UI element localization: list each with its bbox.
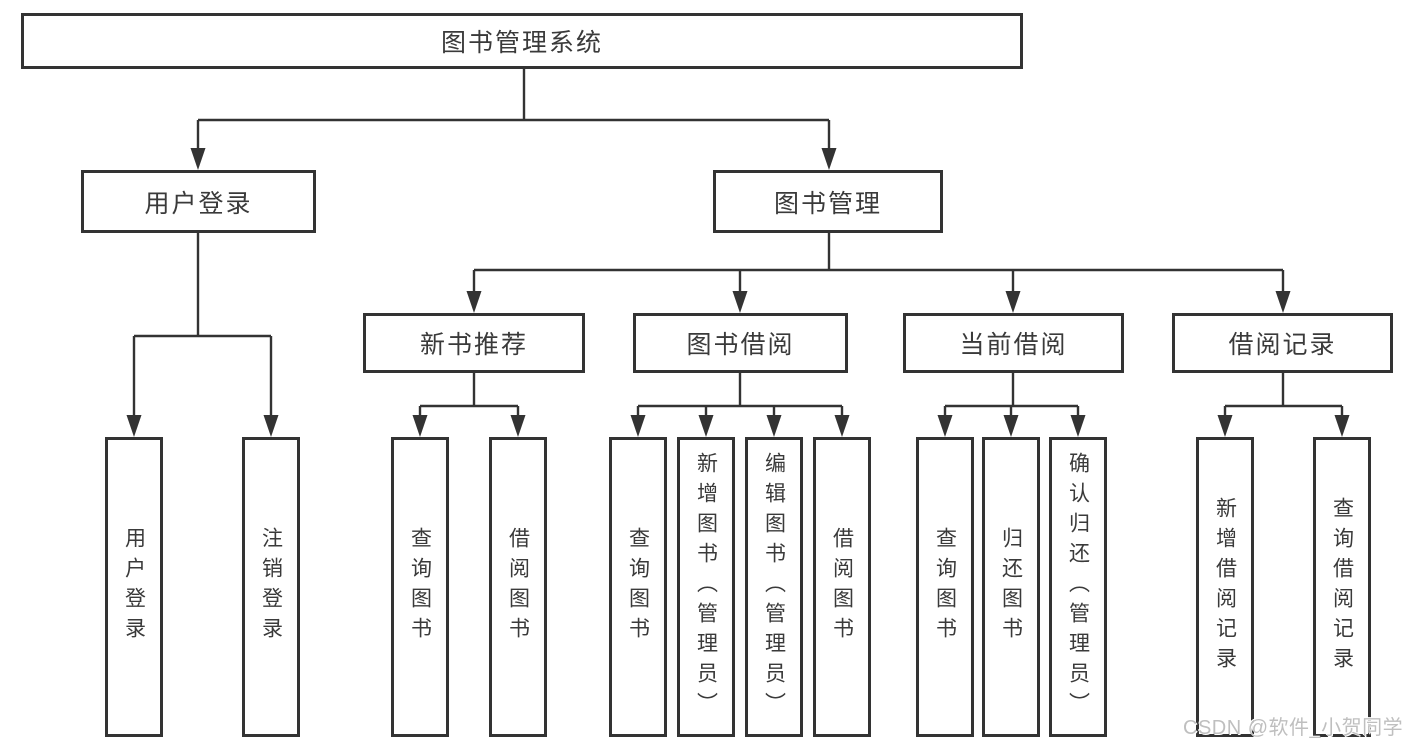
leaf-query-borrow-record-label: 查询借阅记录 <box>1330 497 1354 677</box>
node-new-book-recommendation: 新书推荐 <box>363 313 585 373</box>
leaf-logout: 注销登录 <box>242 437 300 737</box>
leaf-borrow-books-recommend: 借阅图书 <box>489 437 547 737</box>
leaf-query-books-current-label: 查询图书 <box>933 527 957 647</box>
leaf-confirm-return-admin-label: 确认归还（管理员） <box>1066 452 1090 722</box>
csdn-watermark: CSDN @软件_小贺同学 <box>1183 717 1404 739</box>
node-library-management-system: 图书管理系统 <box>21 13 1023 69</box>
leaf-borrow-books-label: 借阅图书 <box>830 527 854 647</box>
leaf-edit-book-admin-label: 编辑图书（管理员） <box>762 452 786 722</box>
leaf-add-borrow-record: 新增借阅记录 <box>1196 437 1254 737</box>
leaf-user-login: 用户登录 <box>105 437 163 737</box>
leaf-edit-book-admin: 编辑图书（管理员） <box>745 437 803 737</box>
leaf-return-books: 归还图书 <box>982 437 1040 737</box>
leaf-borrow-books: 借阅图书 <box>813 437 871 737</box>
leaf-query-borrow-record: 查询借阅记录 <box>1313 437 1371 737</box>
node-book-borrowing: 图书借阅 <box>633 313 848 373</box>
node-book-management: 图书管理 <box>713 170 943 233</box>
leaf-borrow-books-recommend-label: 借阅图书 <box>506 527 530 647</box>
node-user-login: 用户登录 <box>81 170 316 233</box>
leaf-add-book-admin-label: 新增图书（管理员） <box>694 452 718 722</box>
node-borrowing-records: 借阅记录 <box>1172 313 1393 373</box>
leaf-add-borrow-record-label: 新增借阅记录 <box>1213 497 1237 677</box>
leaf-logout-label: 注销登录 <box>259 527 283 647</box>
leaf-confirm-return-admin: 确认归还（管理员） <box>1049 437 1107 737</box>
leaf-query-books-current: 查询图书 <box>916 437 974 737</box>
leaf-query-books-recommend-label: 查询图书 <box>408 527 432 647</box>
leaf-query-books-recommend: 查询图书 <box>391 437 449 737</box>
leaf-query-books-borrowing-label: 查询图书 <box>626 527 650 647</box>
node-current-borrowing: 当前借阅 <box>903 313 1124 373</box>
leaf-add-book-admin: 新增图书（管理员） <box>677 437 735 737</box>
leaf-user-login-label: 用户登录 <box>122 527 146 647</box>
leaf-query-books-borrowing: 查询图书 <box>609 437 667 737</box>
leaf-return-books-label: 归还图书 <box>999 527 1023 647</box>
